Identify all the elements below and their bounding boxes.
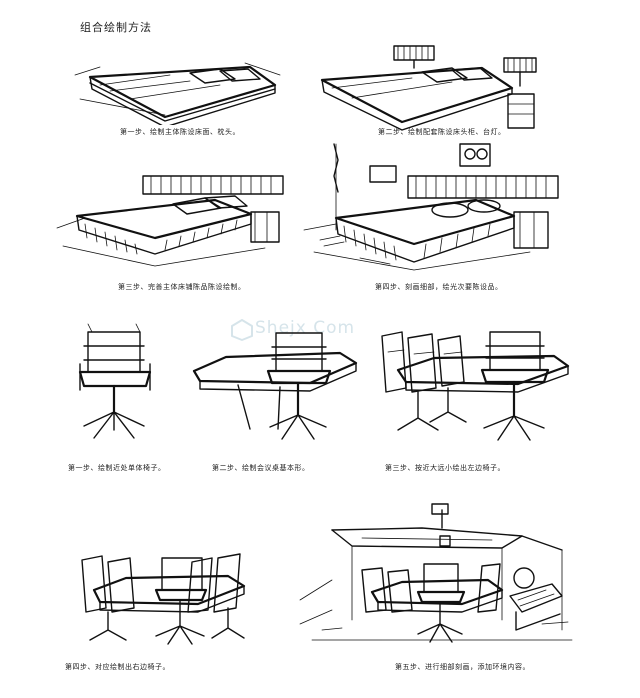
watermark-logo-icon <box>231 319 253 341</box>
caption-chair-step2: 第二步、绘制会议桌基本形。 <box>212 464 310 472</box>
bed-sketch-step4 <box>300 140 560 275</box>
chair-sketch-step4 <box>68 548 258 648</box>
bed-sketch-step2 <box>312 42 547 132</box>
caption-bed-step2: 第二步、绘制配套陈设床头柜、台灯。 <box>378 128 506 136</box>
chair-sketch-step3 <box>378 322 578 447</box>
page-title: 组合绘制方法 <box>80 21 152 34</box>
caption-chair-step3: 第三步、按近大远小绘出左边椅子。 <box>385 464 505 472</box>
bed-sketch-step1 <box>70 55 285 125</box>
caption-chair-step4: 第四步、对应绘制出右边椅子。 <box>65 663 170 671</box>
caption-bed-step1: 第一步、绘制主体陈设床面、枕头。 <box>120 128 240 136</box>
bed-sketch-step3 <box>55 168 290 273</box>
caption-chair-step1: 第一步、绘制近处单体椅子。 <box>68 464 166 472</box>
chair-sketch-step1 <box>70 320 160 445</box>
caption-chair-step5: 第五步、进行细部刻画，添加环境内容。 <box>395 663 530 671</box>
caption-bed-step3: 第三步、完善主体床铺陈品陈设绘制。 <box>118 283 246 291</box>
caption-bed-step4: 第四步、刻画细部，绘光次要陈设品。 <box>375 283 503 291</box>
chair-sketch-step2 <box>190 325 360 450</box>
chair-sketch-step5 <box>292 500 577 650</box>
